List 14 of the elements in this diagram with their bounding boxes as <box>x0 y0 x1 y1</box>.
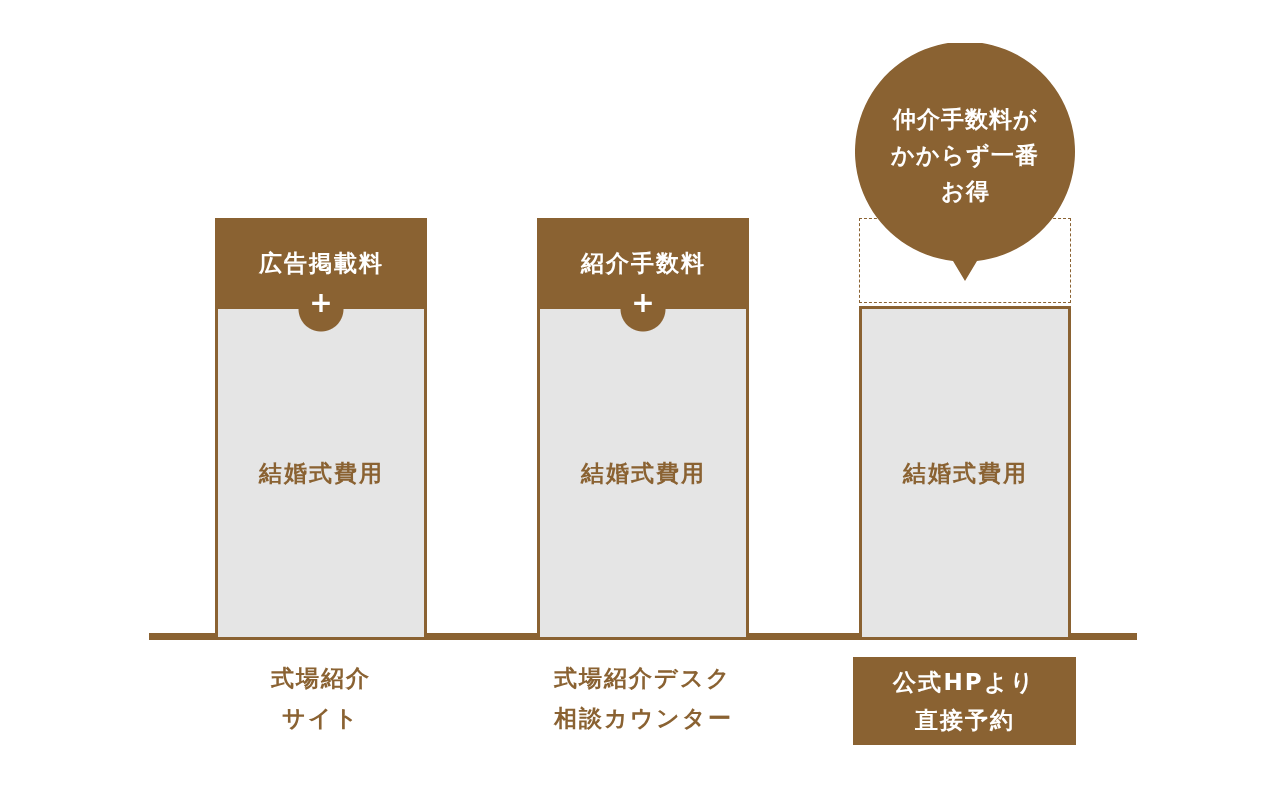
method-label: 式場紹介サイト <box>270 664 372 733</box>
plus-sign: + <box>631 286 655 320</box>
fee-label: 広告掲載料 <box>258 249 384 278</box>
plus-sign: + <box>309 286 333 320</box>
bubble-text: 仲介手数料がかからず一番お得 <box>890 105 1040 206</box>
fee-label: 紹介手数料 <box>580 249 706 278</box>
cost-bar <box>859 306 1071 637</box>
method-tag <box>853 657 1076 745</box>
cost-label: 結婚式費用 <box>902 458 1028 488</box>
cost-label: 結婚式費用 <box>580 458 706 488</box>
speech-bubble-tooltip <box>855 43 1075 283</box>
cost-label: 結婚式費用 <box>258 458 384 488</box>
method-label: 式場紹介デスク相談カウンター <box>553 664 733 733</box>
method-label: 公式HPより直接予約 <box>891 668 1037 735</box>
